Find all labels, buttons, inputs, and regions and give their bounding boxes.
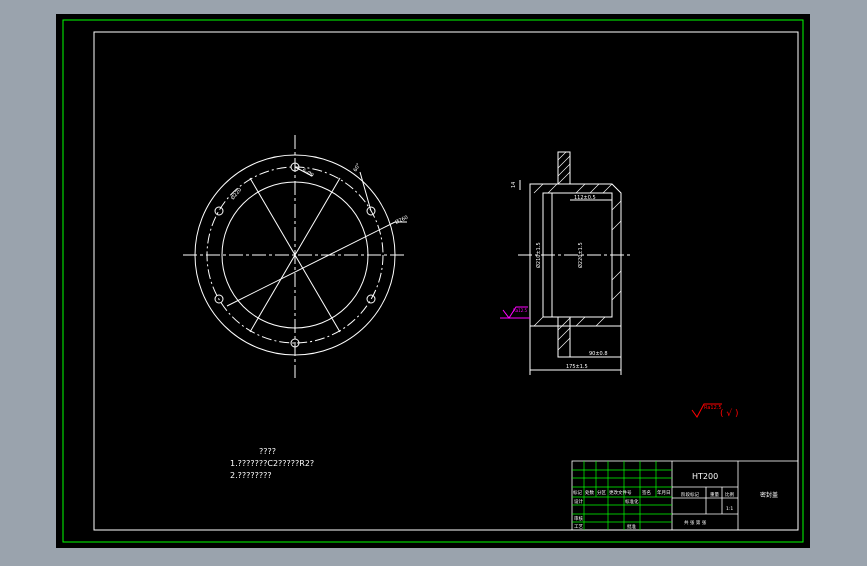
angle-label: 60°: [353, 162, 363, 173]
hatch-line: [589, 183, 600, 194]
notes-line-1: 1.???????C2?????R2?: [230, 459, 314, 468]
hatch-line: [557, 317, 571, 331]
header-cell: 年月日: [657, 489, 671, 496]
section-view-labels: 14 112±0.5 Ø210±1.5 Ø220±1.5 90±0.8 175±…: [511, 182, 608, 370]
general-roughness-symbol: Ra12.5 ( √ ): [691, 403, 738, 419]
hatch-line: [611, 220, 622, 231]
technical-notes: ???? 1.???????C2?????R2? 2.????????: [230, 447, 314, 480]
section-view[interactable]: [518, 151, 630, 375]
surface-finish-label: Ra12.5: [513, 308, 528, 313]
header-cell: 签名: [642, 489, 651, 496]
review-cell: 审核: [574, 515, 583, 522]
title-block-text: HT200 密封盖 标记 处数 分区 更改文件号 签名 年月日 设计 标准化 审…: [573, 472, 778, 530]
header-cell: 处数: [585, 489, 594, 496]
stage-label: 重量: [710, 491, 719, 498]
hatch-line: [557, 163, 571, 177]
leader-line: [359, 171, 372, 212]
inner-border: [93, 31, 799, 531]
title-block[interactable]: [571, 460, 799, 531]
cup-outline: [529, 183, 622, 327]
scale-value: 1:1: [726, 506, 733, 512]
leader-line: [294, 166, 313, 177]
bolt-hole: [214, 294, 224, 304]
hatch-line: [611, 270, 622, 281]
diagonal-line: [249, 177, 341, 333]
bolt-hole: [366, 206, 376, 216]
bore-left-label: Ø210±1.5: [535, 242, 542, 268]
roughness-suffix: ( √ ): [720, 408, 738, 419]
hatch-line: [557, 151, 567, 161]
section-hatching: [533, 151, 622, 351]
sheet-info: 共 张 第 张: [684, 519, 707, 526]
stage-label: 比例: [725, 491, 734, 498]
stage-label: 阶段标记: [681, 491, 699, 498]
header-cell: 更改文件号: [609, 489, 632, 496]
hatch-line: [602, 183, 613, 194]
design-cell: 设计: [574, 498, 583, 505]
cup-inner: [542, 192, 613, 318]
hatch-line: [557, 171, 571, 185]
hatch-line: [575, 183, 586, 194]
front-view[interactable]: [183, 135, 407, 378]
roughness-icon: [691, 403, 722, 418]
header-cell: 标记: [573, 489, 582, 496]
hatch-line: [533, 316, 544, 327]
bolt-hole: [366, 294, 376, 304]
hatch-line: [611, 290, 622, 301]
part-name: 密封盖: [760, 491, 778, 499]
hatch-line: [575, 316, 586, 327]
bore-right-label: Ø220±1.5: [577, 242, 584, 268]
flange-thickness-label: 14: [511, 182, 517, 188]
title-block-border: [571, 460, 799, 531]
leader-line: [226, 221, 396, 307]
title-block-grid: [572, 461, 672, 530]
surface-finish-callout: Ra12.5: [500, 306, 530, 319]
roughness-icon: [502, 306, 528, 319]
process-cell: 工艺: [574, 524, 583, 530]
notes-heading: ????: [259, 447, 276, 456]
bolt-hole: [214, 206, 224, 216]
design-cell: 标准化: [625, 498, 639, 505]
depth-dim-label: 90±0.8: [589, 351, 608, 357]
approve-cell: 批准: [627, 523, 636, 530]
hatch-line: [611, 200, 622, 211]
notes-line-2: 2.????????: [230, 471, 272, 480]
hatch-line: [557, 155, 571, 169]
hatch-line: [557, 337, 571, 351]
inner-dim-label: 112±0.5: [574, 195, 596, 201]
overall-length-label: 175±1.5: [566, 364, 588, 370]
hatch-line: [547, 183, 558, 194]
hatch-line: [533, 183, 544, 194]
roughness-value: Ra12.5: [704, 405, 722, 411]
header-cell: 分区: [597, 489, 606, 496]
hatch-line: [557, 327, 571, 341]
outer-frame: [62, 19, 804, 543]
hatch-line: [595, 316, 606, 327]
material-label: HT200: [692, 472, 718, 481]
drawing-sheet: [56, 14, 810, 548]
